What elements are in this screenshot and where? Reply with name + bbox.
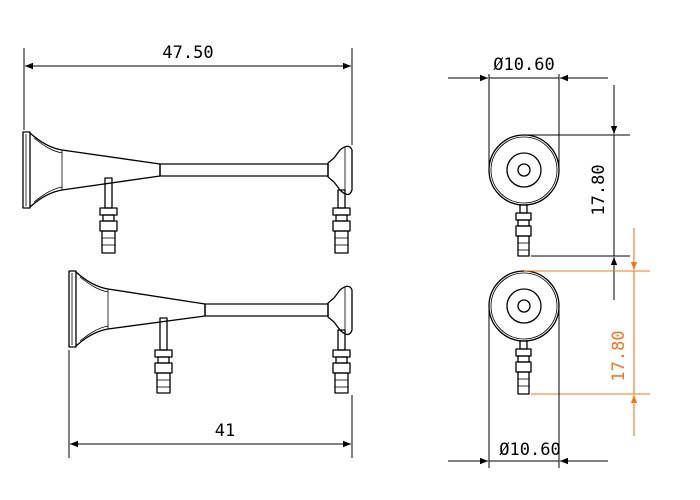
dimension-top-spacing: 17.80 [524,85,630,300]
horn-end-view-top [488,134,560,257]
horn-end-view-bottom [488,270,560,395]
dimension-label-top-spacing: 17.80 [589,164,609,215]
dimension-label-top-diameter: Ø10.60 [493,55,554,75]
dimension-top-diameter: Ø10.60 [448,55,608,170]
dimension-top-length: 47.50 [23,43,353,145]
horn-side-view-long [22,131,353,254]
dimension-bottom-spacing: 17.80 [524,228,650,436]
dimension-bottom-length: 41 [68,350,353,458]
horn-side-view-short [68,270,353,394]
dimension-bottom-diameter: Ø10.60 [448,306,608,468]
dimension-label-bottom-length: 41 [215,421,235,441]
dimension-label-bottom-diameter: Ø10.60 [499,440,560,460]
dimension-label-bottom-spacing: 17.80 [609,330,629,381]
dimension-label-top-length: 47.50 [162,43,213,63]
